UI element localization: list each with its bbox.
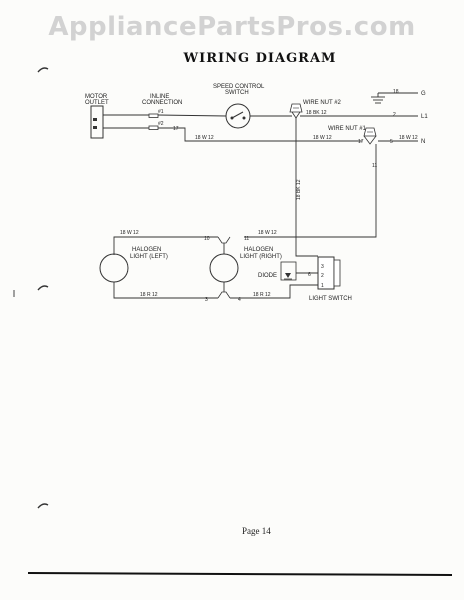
wire-num-3-bottom: 3 (205, 297, 208, 303)
wire-num-2: 2 (393, 112, 396, 118)
inline-connector-2 (148, 125, 159, 130)
wire-label-18w12-a: 18 W 12 (195, 135, 214, 141)
light-switch (280, 256, 341, 290)
light-switch-label: LIGHT SWITCH (309, 296, 352, 302)
wire-red-left (113, 282, 218, 299)
inline-connector-1 (148, 113, 159, 118)
wire-num-5: 5 (390, 139, 393, 145)
wire-black-vertical (295, 118, 318, 257)
wire-nut-1 (363, 127, 377, 145)
inline-pin-1: #1 (158, 109, 164, 115)
wire-label-18r12-left: 18 R 12 (140, 292, 158, 298)
wire-num-11-mid: 11 (244, 236, 249, 242)
wire-label-18bk12-vert: 18 BK 12 (296, 179, 302, 200)
terminal-l1: L1 (421, 114, 428, 120)
wire-nut-1-label: WIRE NUT #1 (328, 126, 367, 132)
diagram-title: WIRING DIAGRAM (183, 51, 337, 66)
terminal-g: G (421, 91, 426, 97)
wire-num-6: 6 (308, 272, 311, 278)
wire-num-18: 18 (393, 89, 399, 95)
wire-white-left (113, 236, 218, 255)
wire-nut-2-label: WIRE NUT #2 (303, 100, 342, 106)
margin-mark-top (37, 67, 49, 73)
inline-pin-2: #2 (158, 121, 164, 127)
margin-mark-middle (37, 285, 49, 291)
halogen-right-label-2: LIGHT (RIGHT) (240, 254, 282, 260)
wire-num-11-right: 11 (372, 163, 377, 169)
motor-outlet (90, 105, 104, 139)
wire-label-18w12-b: 18 W 12 (313, 135, 332, 141)
terminal-n: N (421, 139, 425, 145)
wire-label-18bk12-top: 18 BK 12 (306, 110, 327, 116)
switch-terminal-3: 3 (321, 264, 324, 270)
wire-num-17-b: 17 (358, 139, 364, 145)
motor-outlet-label-1: MOTOR (85, 94, 108, 100)
watermark: AppliancePartsPros.com (48, 12, 416, 42)
switch-terminal-2: 2 (321, 273, 324, 279)
page-number: Page 14 (242, 526, 271, 536)
diode-label: DIODE (258, 273, 277, 279)
diode-symbol (284, 273, 292, 280)
speed-switch-label-1: SPEED CONTROL (213, 84, 265, 90)
wire-label-18w12-right: 18 W 12 (258, 230, 277, 236)
switch-terminal-1: 1 (321, 283, 324, 289)
bottom-rule (27, 572, 453, 576)
wire-red-right (230, 284, 318, 299)
wire-label-18w12-c: 18 W 12 (399, 135, 418, 141)
halogen-light-right (209, 236, 239, 299)
wire-num-4: 4 (238, 297, 241, 303)
ground-symbol (371, 92, 418, 104)
halogen-right-label-1: HALOGEN (244, 247, 273, 253)
halogen-light-left (99, 253, 129, 283)
halogen-left-label-2: LIGHT (LEFT) (130, 254, 168, 260)
wire-num-17-a: 17 (173, 126, 179, 132)
motor-outlet-label-2: OUTLET (85, 100, 109, 106)
halogen-left-label-1: HALOGEN (132, 247, 161, 253)
speed-control-switch (225, 103, 251, 129)
inline-label-2: CONNECTION (142, 100, 182, 106)
wire-label-18r12-right: 18 R 12 (253, 292, 271, 298)
inline-label-1: INLINE (150, 94, 169, 100)
wire-nut-2 (289, 103, 303, 119)
wire-num-10: 10 (204, 236, 210, 242)
wire-inline-speed (157, 114, 227, 117)
wire-inline2-nut1 (158, 127, 362, 142)
wire-white-right (244, 144, 377, 238)
margin-mark-bottom (37, 503, 49, 509)
wire-label-18w12-left: 18 W 12 (120, 230, 139, 236)
speed-switch-label-2: SWITCH (225, 90, 249, 96)
